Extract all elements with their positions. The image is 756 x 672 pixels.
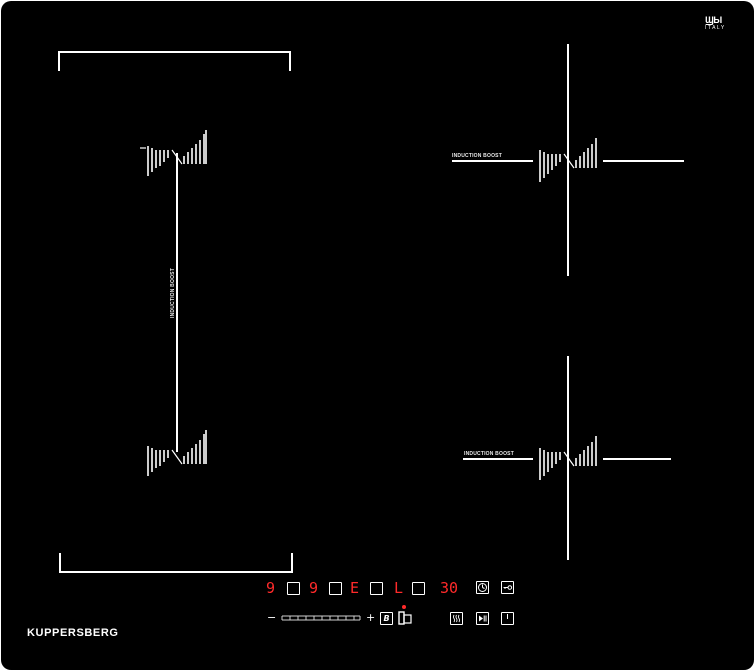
zone-4-level-display: L	[394, 579, 404, 597]
key-lock-icon	[503, 585, 513, 590]
bottom-right-zone-label: INDUCTION BOOST	[464, 451, 514, 457]
bottom-right-zone-hatch-icon	[539, 436, 597, 480]
power-slider-track	[281, 615, 361, 621]
boost-button[interactable]: B	[380, 612, 393, 625]
key-lock-button[interactable]	[501, 581, 514, 594]
flex-zone-top-bracket	[58, 51, 291, 71]
flex-zone-label: INDUCTION BOOST	[170, 268, 176, 318]
zone-1-level-display: 9	[266, 579, 276, 597]
warm-heat-icon	[453, 614, 460, 623]
bridge-zone-button[interactable]	[398, 611, 412, 625]
power-icon	[507, 614, 508, 619]
bridge-zone-icon	[398, 611, 412, 625]
slider-plus-button[interactable]: +	[366, 611, 376, 624]
timer-button[interactable]	[476, 581, 489, 594]
logo-mark: ϢЫ	[705, 15, 722, 25]
pause-button[interactable]	[476, 612, 489, 625]
power-button[interactable]	[501, 612, 514, 625]
keep-warm-button[interactable]	[450, 612, 463, 625]
zone-3-level-display: E	[350, 579, 360, 597]
brand-name: KUPPERSBERG	[27, 627, 119, 639]
zone-4-select-button[interactable]	[412, 582, 425, 595]
logo-country: ITALY	[705, 25, 726, 31]
zone-1-select-button[interactable]	[287, 582, 300, 595]
slider-minus-button[interactable]: −	[267, 611, 277, 624]
flex-zone-top-hatch-icon	[140, 130, 207, 176]
zone-2-level-display: 9	[309, 579, 319, 597]
top-right-zone-label: INDUCTION BOOST	[452, 153, 502, 159]
zone-2-select-button[interactable]	[329, 582, 342, 595]
top-right-zone-hatch-icon	[539, 138, 597, 182]
zone-3-select-button[interactable]	[370, 582, 383, 595]
made-in-italy-logo: ϢЫ ITALY	[705, 16, 741, 34]
bridge-indicator-dot	[402, 605, 406, 609]
timer-display: 30	[440, 579, 459, 597]
play-pause-icon	[479, 615, 487, 622]
flex-zone-bottom-bracket	[59, 553, 293, 573]
flex-zone-bottom-hatch-icon	[147, 430, 207, 476]
clock-icon	[478, 583, 487, 592]
